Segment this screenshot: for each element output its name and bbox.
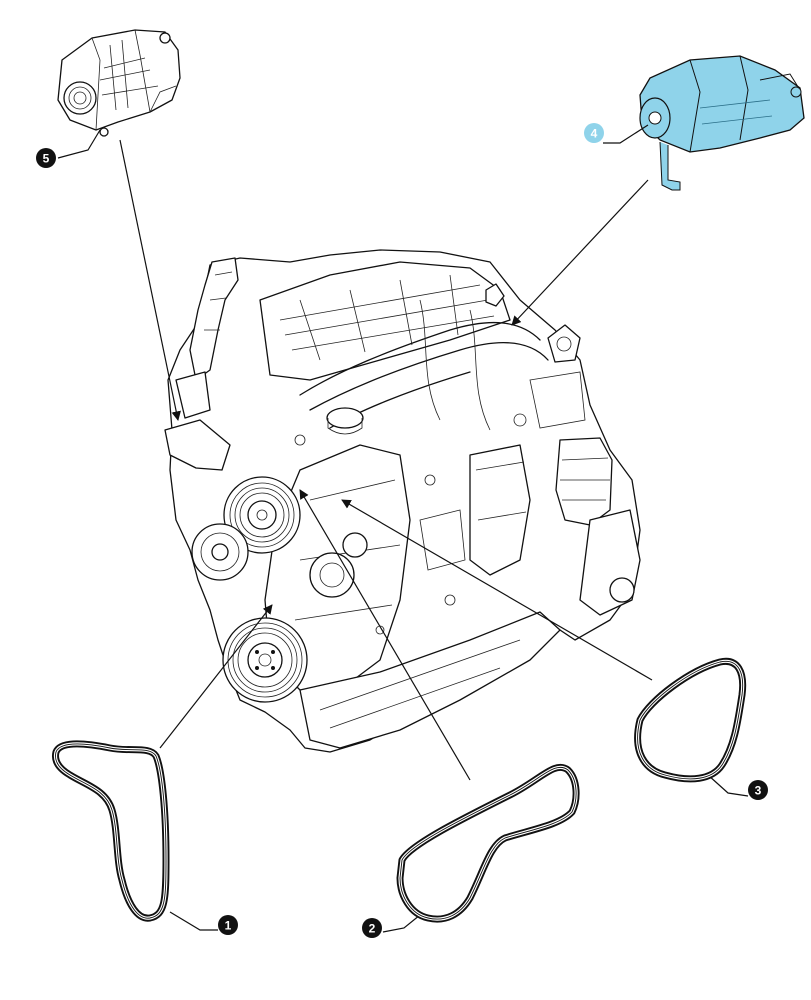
leader-lines <box>57 124 749 933</box>
callout-label: 1 <box>225 919 232 933</box>
belt-1[interactable] <box>52 740 170 922</box>
callout-label: 4 <box>591 127 598 141</box>
callout-3[interactable]: 3 <box>748 780 768 800</box>
callout-label: 5 <box>43 152 50 166</box>
alternator[interactable] <box>57 29 181 137</box>
callout-2[interactable]: 2 <box>362 918 382 938</box>
callout-5[interactable]: 5 <box>36 148 56 168</box>
engine-assembly <box>164 249 641 753</box>
callout-label: 2 <box>369 922 376 936</box>
belt-2[interactable] <box>396 763 580 923</box>
callout-1[interactable]: 1 <box>218 915 238 935</box>
callout-4[interactable]: 4 <box>584 123 604 143</box>
starter-motor[interactable] <box>639 55 805 191</box>
belt-3[interactable] <box>634 657 747 783</box>
callout-label: 3 <box>755 784 762 798</box>
